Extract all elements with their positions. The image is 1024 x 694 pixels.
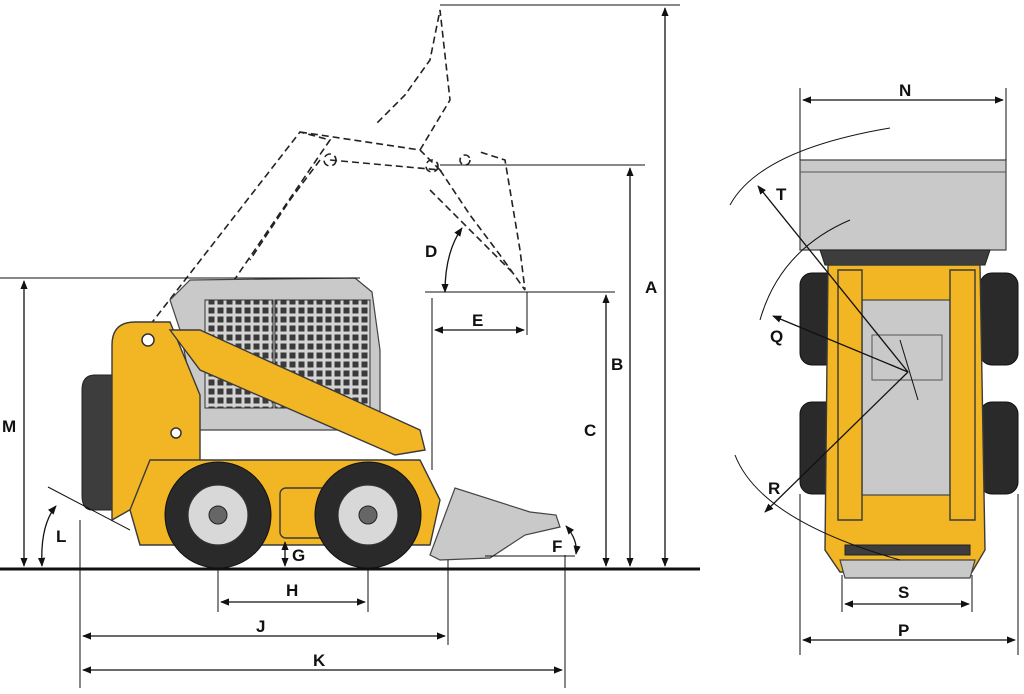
label-g: G [292,546,305,565]
label-n: N [899,81,911,100]
label-h: H [286,581,298,600]
label-p: P [898,621,909,640]
label-l: L [56,527,66,546]
rear-wheel [164,461,272,569]
front-wheel [314,461,422,569]
top-view: T Q R N S P [729,81,1019,655]
label-f: F [552,537,562,556]
label-m: M [2,417,16,436]
label-b: B [611,355,623,374]
dimension-f-arc [565,525,581,555]
side-view: A B C D E F G H J K L M [0,4,700,688]
engine-rear-cover [81,374,113,511]
label-e: E [472,311,483,330]
right-front-tire [979,272,1019,366]
turning-arc-mid [759,219,851,321]
label-d: D [425,242,437,261]
label-r: R [768,479,780,498]
label-s: S [898,583,909,602]
raised-loader-arm [149,9,526,331]
right-rear-tire [979,401,1019,495]
dimension-l-arc [37,505,57,567]
turning-arc-inner [734,454,901,561]
label-k: K [313,651,326,670]
label-c: C [584,421,596,440]
label-q: Q [770,327,783,346]
label-t: T [776,185,787,204]
dimension-d-arc [441,227,463,293]
turning-arc-outer [729,127,891,206]
bucket-top [799,159,1007,251]
label-a: A [645,278,657,297]
bucket-lowered [429,487,561,561]
label-j: J [256,617,265,636]
